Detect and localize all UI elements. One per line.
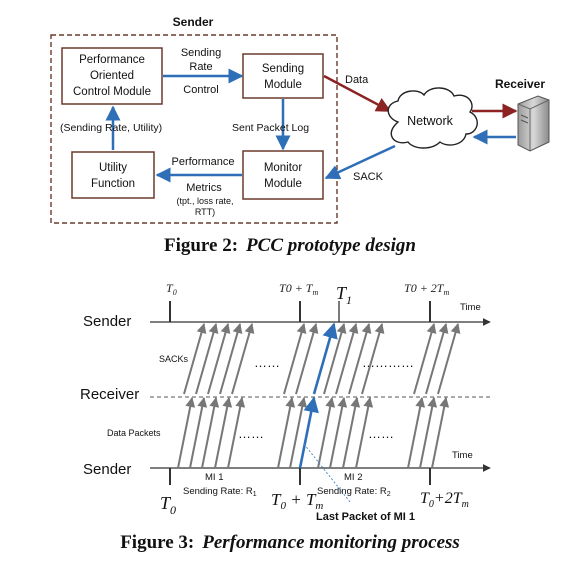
perf-control-module: Performance Oriented Control Module [61, 47, 163, 105]
mi1-label: MI 1 [205, 472, 223, 483]
sack-arrow [183, 323, 207, 395]
sender-title: Sender [173, 15, 214, 29]
figure-2: Sender Performance Oriented Control Modu… [50, 15, 550, 256]
data-packet-arrow [419, 397, 438, 469]
ellipsis-sack-1: …… [254, 355, 280, 370]
data-packet-arrow [201, 397, 220, 469]
sack-arrow [231, 323, 255, 395]
sack-arrow [361, 323, 385, 395]
row-sender-bottom: Sender [83, 461, 131, 478]
figure-3-caption-title: Performance monitoring process [201, 532, 460, 553]
label-sacks: SACKs [159, 354, 189, 364]
data-packet-arrow [277, 397, 296, 469]
sack-arrow [323, 323, 347, 395]
label-metrics: Metrics [186, 182, 222, 194]
data-packet-arrow [289, 397, 308, 469]
time-label-top: Time [460, 302, 481, 313]
label-rate: Rate [189, 61, 212, 73]
sack-arrow [219, 323, 243, 395]
arrow-sack [324, 144, 396, 180]
label-data: Data [345, 74, 369, 86]
label-metrics-detail-1: (tpt., loss rate, [176, 196, 233, 206]
sending-line-2: Module [264, 79, 302, 91]
top-label-t0: T0 [166, 281, 177, 297]
data-packet-arrow [189, 397, 208, 469]
data-packet-arrow [431, 397, 450, 469]
top-label-t1: T1 [336, 283, 352, 307]
sack-arrow [295, 323, 319, 395]
monitor-line-2: Module [264, 178, 302, 190]
ellipsis-sack-2: ………… [362, 355, 414, 370]
bottom-label-t0tm: T0 + Tm [271, 490, 323, 512]
sender-boundary [50, 34, 338, 224]
figure-3-caption: Figure 3: Performance monitoring process [120, 532, 460, 553]
perf-line-1: Performance [79, 54, 145, 66]
monitor-line-1: Monitor [264, 162, 303, 174]
data-packet-arrow [342, 397, 361, 469]
data-packet-arrow [317, 397, 336, 469]
bottom-label-t0: T0 [160, 493, 176, 517]
figure-3-caption-prefix: Figure 3: [120, 532, 194, 553]
label-sack: SACK [353, 171, 384, 183]
sack-arrow [348, 323, 372, 395]
time-label-bottom: Time [452, 450, 473, 461]
sack-arrow [283, 323, 307, 395]
label-sent-packet-log: Sent Packet Log [232, 122, 309, 134]
network-cloud: Network [387, 87, 478, 149]
row-receiver: Receiver [80, 386, 139, 403]
packet-arrows [177, 322, 461, 469]
label-sending: Sending [181, 47, 221, 59]
data-packet-arrow [407, 397, 426, 469]
monitor-module: Monitor Module [242, 150, 324, 200]
top-label-t02tm: T0 + 2Tm [404, 281, 449, 297]
utility-function: Utility Function [71, 151, 155, 199]
label-sending-rate-utility: (Sending Rate, Utility) [60, 122, 162, 134]
sack-arrow [437, 323, 461, 395]
sack-arrow [425, 323, 449, 395]
row-sender-top: Sender [83, 313, 131, 330]
sack-arrow [207, 323, 231, 395]
last-packet-label: Last Packet of MI 1 [316, 511, 415, 523]
rate1-label: Sending Rate: R1 [183, 486, 257, 498]
receiver-title: Receiver [495, 77, 545, 91]
data-packet-arrow [214, 397, 233, 469]
last-packet-sack-arrow [312, 322, 338, 395]
ellipsis-data-1: …… [238, 426, 264, 441]
data-packet-arrow [227, 397, 246, 469]
data-packet-arrow [177, 397, 196, 469]
figure-2-caption: Figure 2: PCC prototype design [164, 235, 416, 256]
last-packet-data-arrow [298, 396, 319, 469]
arrow-data [323, 74, 392, 113]
rate2-label: Sending Rate: R2 [317, 486, 391, 498]
utility-line-1: Utility [99, 162, 127, 174]
perf-line-2: Oriented [90, 70, 134, 82]
label-performance: Performance [172, 156, 235, 168]
figure-3: Sender Receiver Sender Time Time T0 T0 +… [80, 281, 491, 553]
ellipsis-data-2: …… [368, 426, 394, 441]
sack-arrow [335, 323, 359, 395]
sending-module: Sending Module [242, 53, 324, 99]
data-packet-arrow [329, 397, 348, 469]
data-packet-arrow [355, 397, 374, 469]
label-metrics-detail-2: RTT) [195, 207, 215, 217]
top-label-t0tm: T0 + Tm [279, 281, 318, 297]
bottom-label-t02tm: T0+2Tm [420, 490, 469, 510]
last-packet-pointer [303, 443, 351, 503]
utility-line-2: Function [91, 178, 135, 190]
mi2-label: MI 2 [344, 472, 362, 483]
figure-2-caption-title: PCC prototype design [245, 235, 416, 256]
server-icon [517, 95, 550, 152]
network-label: Network [407, 114, 454, 128]
label-control: Control [183, 84, 218, 96]
label-data-packets: Data Packets [107, 428, 161, 438]
sending-line-1: Sending [262, 63, 304, 75]
perf-line-3: Control Module [73, 86, 151, 98]
sack-arrow [195, 323, 219, 395]
figure-2-caption-prefix: Figure 2: [164, 235, 238, 256]
sack-arrow [413, 323, 437, 395]
